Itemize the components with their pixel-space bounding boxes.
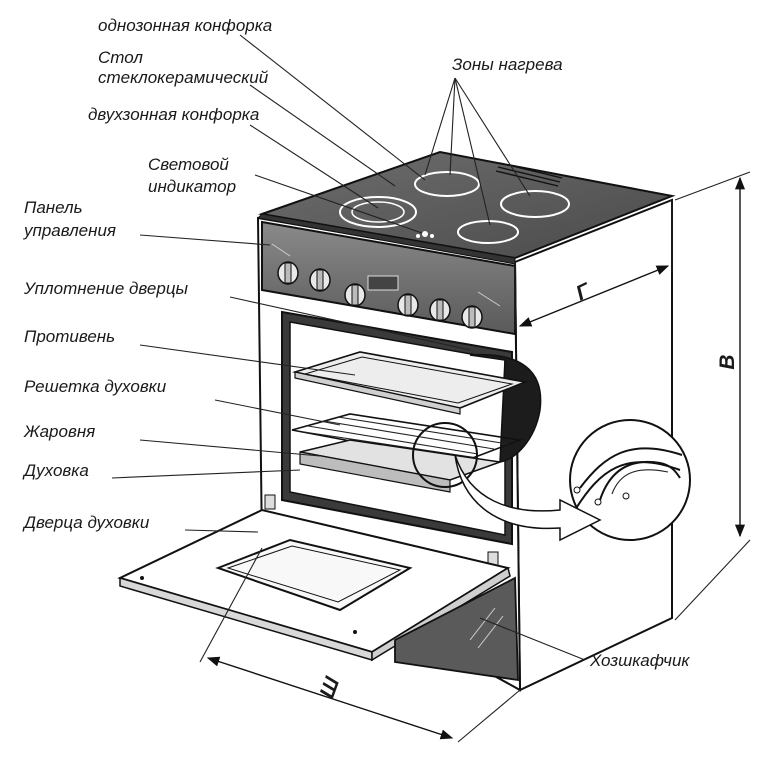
- glass-ceramic-cooktop: [256, 150, 676, 265]
- leader-lines: [111, 34, 586, 661]
- label-heating-zones: Зоны нагрева: [452, 55, 563, 74]
- control-panel: [261, 220, 516, 336]
- dimension-width: [199, 547, 521, 743]
- label-control-panel-2: управления: [23, 221, 116, 240]
- storage-drawer: [394, 576, 519, 682]
- knob-icon: [309, 268, 331, 292]
- label-oven: Духовка: [22, 461, 89, 480]
- knob-icon: [344, 283, 366, 307]
- burner-front-right: [457, 220, 519, 244]
- label-oven-rack: Решетка духовки: [24, 377, 167, 396]
- dimension-height: [674, 171, 751, 621]
- label-roasting-pan: Жаровня: [23, 422, 95, 441]
- label-glass-ceramic-top-1: Стол: [98, 48, 143, 67]
- burner-front-left-inner: [351, 201, 405, 223]
- hinge-left: [264, 494, 276, 510]
- burner-back-right: [500, 190, 570, 218]
- label-oven-door: Дверца духовки: [22, 513, 150, 532]
- burner-front-left: [339, 196, 417, 228]
- label-light-indicator-1: Световой: [148, 155, 229, 174]
- dimension-height-label: В: [716, 354, 739, 369]
- baking-tray: [291, 351, 528, 415]
- roasting-pan: [299, 439, 501, 493]
- display-window: [367, 275, 399, 291]
- knob-icon: [397, 293, 419, 317]
- knob-icon: [429, 298, 451, 322]
- label-storage-drawer: Хозшкафчик: [589, 651, 690, 670]
- label-single-zone-burner: однозонная конфорка: [98, 16, 272, 35]
- label-baking-tray: Противень: [24, 327, 115, 346]
- magnifier: [412, 422, 478, 488]
- arrow-icon: [454, 454, 602, 542]
- door-seal-detail: [569, 419, 691, 541]
- knob-icon: [461, 305, 483, 329]
- label-dual-zone-burner: двухзонная конфорка: [88, 105, 259, 124]
- dimension-depth: [514, 200, 673, 330]
- label-light-indicator-2: индикатор: [148, 177, 236, 196]
- label-control-panel-1: Панель: [24, 198, 83, 217]
- label-door-seal: Уплотнение дверцы: [23, 279, 189, 298]
- burner-back-left: [414, 171, 480, 197]
- oven-door: [117, 508, 511, 662]
- label-glass-ceramic-top-2: стеклокерамический: [98, 68, 269, 87]
- light-indicator: [422, 231, 428, 237]
- knob-icon: [277, 261, 299, 285]
- dimension-width-label: Ш: [316, 674, 345, 702]
